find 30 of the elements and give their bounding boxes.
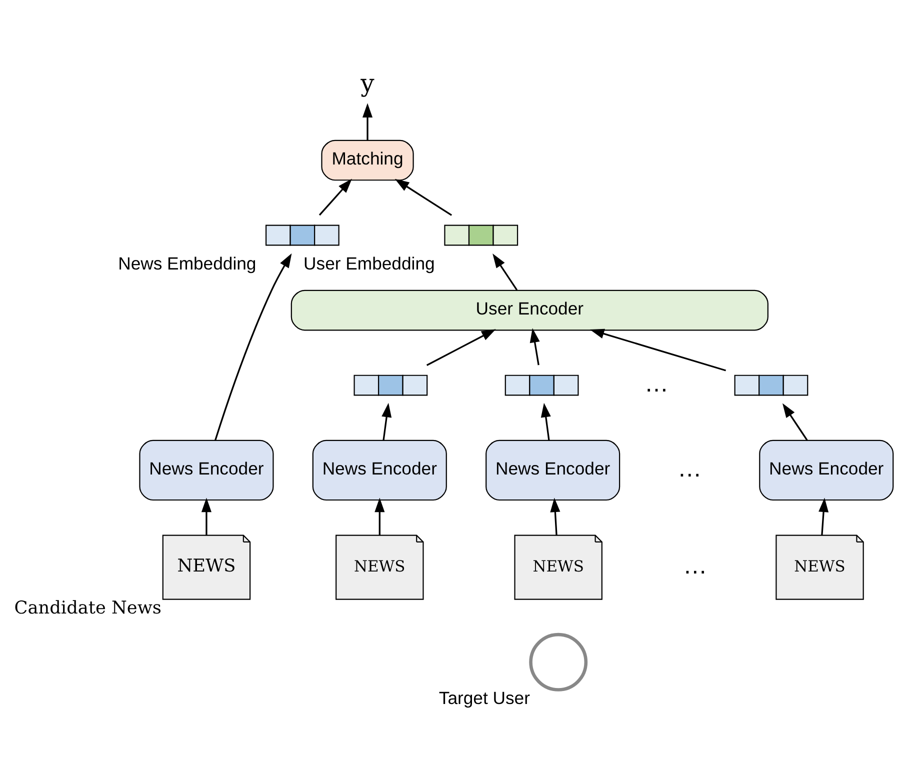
node-label: News Embedding <box>118 253 256 274</box>
arrow <box>362 103 373 140</box>
arrow <box>530 328 540 366</box>
node-box: News Encoder <box>312 440 447 501</box>
arrow <box>550 498 560 536</box>
arrow <box>590 328 726 372</box>
node-label: Candidate News <box>14 598 162 618</box>
node-box: News Encoder <box>759 440 894 501</box>
node-text: y <box>360 68 374 98</box>
node-box: User Encoder <box>290 290 768 331</box>
node-label: User Embedding <box>304 253 435 274</box>
arrow <box>374 498 385 536</box>
node-box: Matching <box>321 140 414 181</box>
label: … <box>644 370 669 398</box>
arrow <box>782 403 808 441</box>
arrow <box>818 498 829 536</box>
node-label: Target User <box>438 688 530 708</box>
label: … <box>677 455 702 482</box>
node-person <box>529 632 588 692</box>
node-box: News Encoder <box>139 440 274 501</box>
arrow <box>394 178 452 216</box>
node-box: News Encoder <box>486 440 620 501</box>
arrow <box>214 253 292 441</box>
arrow <box>318 178 352 216</box>
arrow <box>540 402 551 440</box>
arrow <box>492 254 518 291</box>
label: … <box>682 552 708 580</box>
arrow <box>426 329 496 366</box>
arrow <box>382 402 392 440</box>
arrow <box>201 498 212 536</box>
